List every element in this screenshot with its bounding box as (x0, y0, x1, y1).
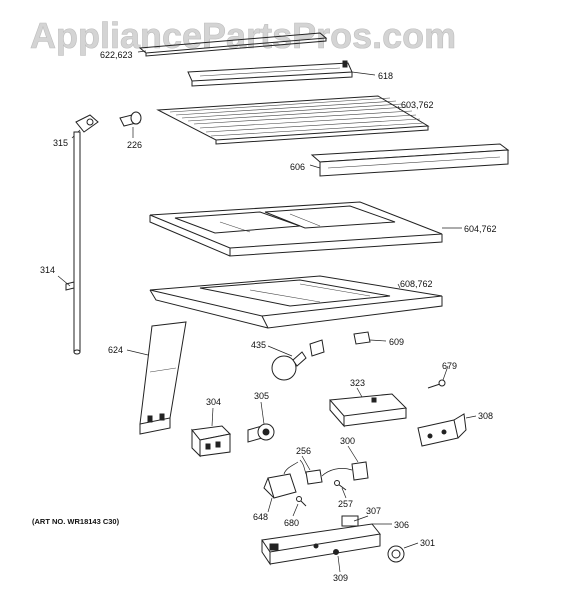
part-624-panel (139, 321, 187, 435)
callout-679: 679 (442, 361, 457, 371)
callout-648: 648 (253, 512, 268, 522)
callout-306: 306 (394, 520, 409, 530)
callout-603: 603,762 (401, 100, 434, 110)
callout-300: 300 (340, 436, 355, 446)
watermark-text: AppliancePartsPros.com (30, 15, 456, 56)
callout-609: 609 (389, 337, 404, 347)
part-226-plug (119, 111, 142, 127)
callout-301: 301 (420, 538, 435, 548)
part-304-block (191, 425, 232, 458)
callout-314: 314 (40, 265, 55, 275)
callout-622: 622,623 (100, 50, 133, 60)
callout-305: 305 (254, 391, 269, 401)
callout-435: 435 (251, 340, 266, 350)
callout-309: 309 (333, 573, 348, 583)
callout-308: 308 (478, 411, 493, 421)
callout-307: 307 (366, 506, 381, 516)
part-315-hinge (75, 114, 99, 133)
part-306-bracket (261, 515, 381, 566)
part-609-clip (353, 331, 371, 345)
part-680-screw (296, 496, 307, 507)
part-604-shelf (149, 201, 443, 257)
part-314-tube (65, 131, 81, 355)
part-300-switch (321, 461, 369, 481)
callout-608: 608,762 (400, 279, 433, 289)
callout-226: 226 (127, 140, 142, 150)
callout-618: 618 (378, 71, 393, 81)
part-648-relay (263, 461, 299, 499)
callout-323: 323 (350, 378, 365, 388)
callout-256: 256 (296, 446, 311, 456)
callout-315: 315 (53, 138, 68, 148)
part-256-connector (299, 459, 323, 485)
callout-604: 604,762 (464, 224, 497, 234)
part-618-support (187, 60, 353, 87)
part-606-cover-front (310, 143, 510, 177)
part-305-knob (247, 423, 275, 443)
callout-624: 624 (108, 345, 123, 355)
part-257-screw (334, 480, 347, 491)
part-308-bracket (417, 413, 467, 447)
callout-680: 680 (284, 518, 299, 528)
part-301-cap (387, 545, 405, 563)
part-435-bulb (271, 339, 325, 381)
part-679-screw (427, 379, 446, 389)
part-608-pan (149, 275, 443, 329)
callout-304: 304 (206, 397, 221, 407)
callout-257: 257 (338, 499, 353, 509)
callout-606: 606 (290, 162, 305, 172)
part-323-bracket (328, 393, 408, 428)
art-number: (ART NO. WR18143 C30) (32, 517, 120, 526)
part-603-wire-shelf (156, 95, 430, 145)
